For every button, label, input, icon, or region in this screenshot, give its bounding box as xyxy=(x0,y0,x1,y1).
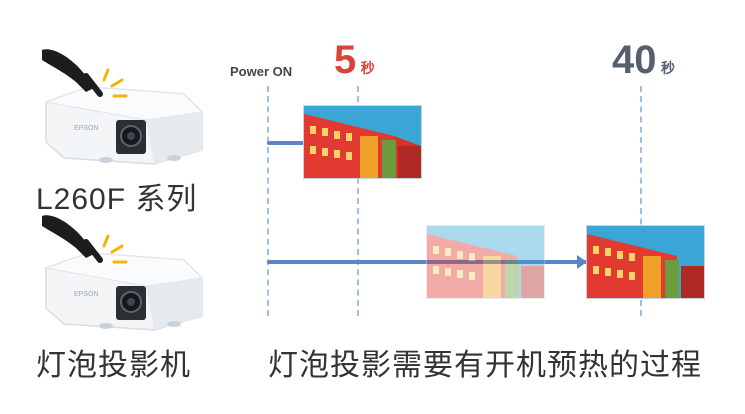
svg-text:EPSON: EPSON xyxy=(74,125,99,132)
projected-image-lamp-full xyxy=(586,225,705,299)
projected-image-laser-full xyxy=(303,105,422,179)
5s-guide-line xyxy=(357,86,359,316)
product-caption-laser: L260F 系列 xyxy=(36,183,198,216)
svg-text:EPSON: EPSON xyxy=(74,291,99,298)
time-mark-unit: 秒 xyxy=(660,60,675,76)
power-on-guide-line xyxy=(267,86,269,316)
time-mark-5s: 5 秒 xyxy=(334,38,375,83)
arrow-head-icon xyxy=(577,255,587,269)
lamp-warmup-caption: 灯泡投影需要有开机预热的过程 xyxy=(268,349,702,382)
product-caption-lamp: 灯泡投影机 xyxy=(36,349,191,382)
laser-projector-illustration: EPSON xyxy=(34,42,204,172)
projected-image-lamp-warming xyxy=(426,225,545,299)
lamp-startup-track xyxy=(267,260,595,264)
time-mark-value: 5 xyxy=(334,38,357,82)
time-mark-40s: 40 秒 xyxy=(612,38,675,83)
time-mark-unit: 秒 xyxy=(360,60,375,76)
time-mark-value: 40 xyxy=(612,38,657,82)
laser-startup-track xyxy=(267,141,307,145)
power-on-label: Power ON xyxy=(230,64,293,79)
lamp-projector-illustration: EPSON xyxy=(34,208,204,338)
40s-guide-line xyxy=(640,86,642,316)
